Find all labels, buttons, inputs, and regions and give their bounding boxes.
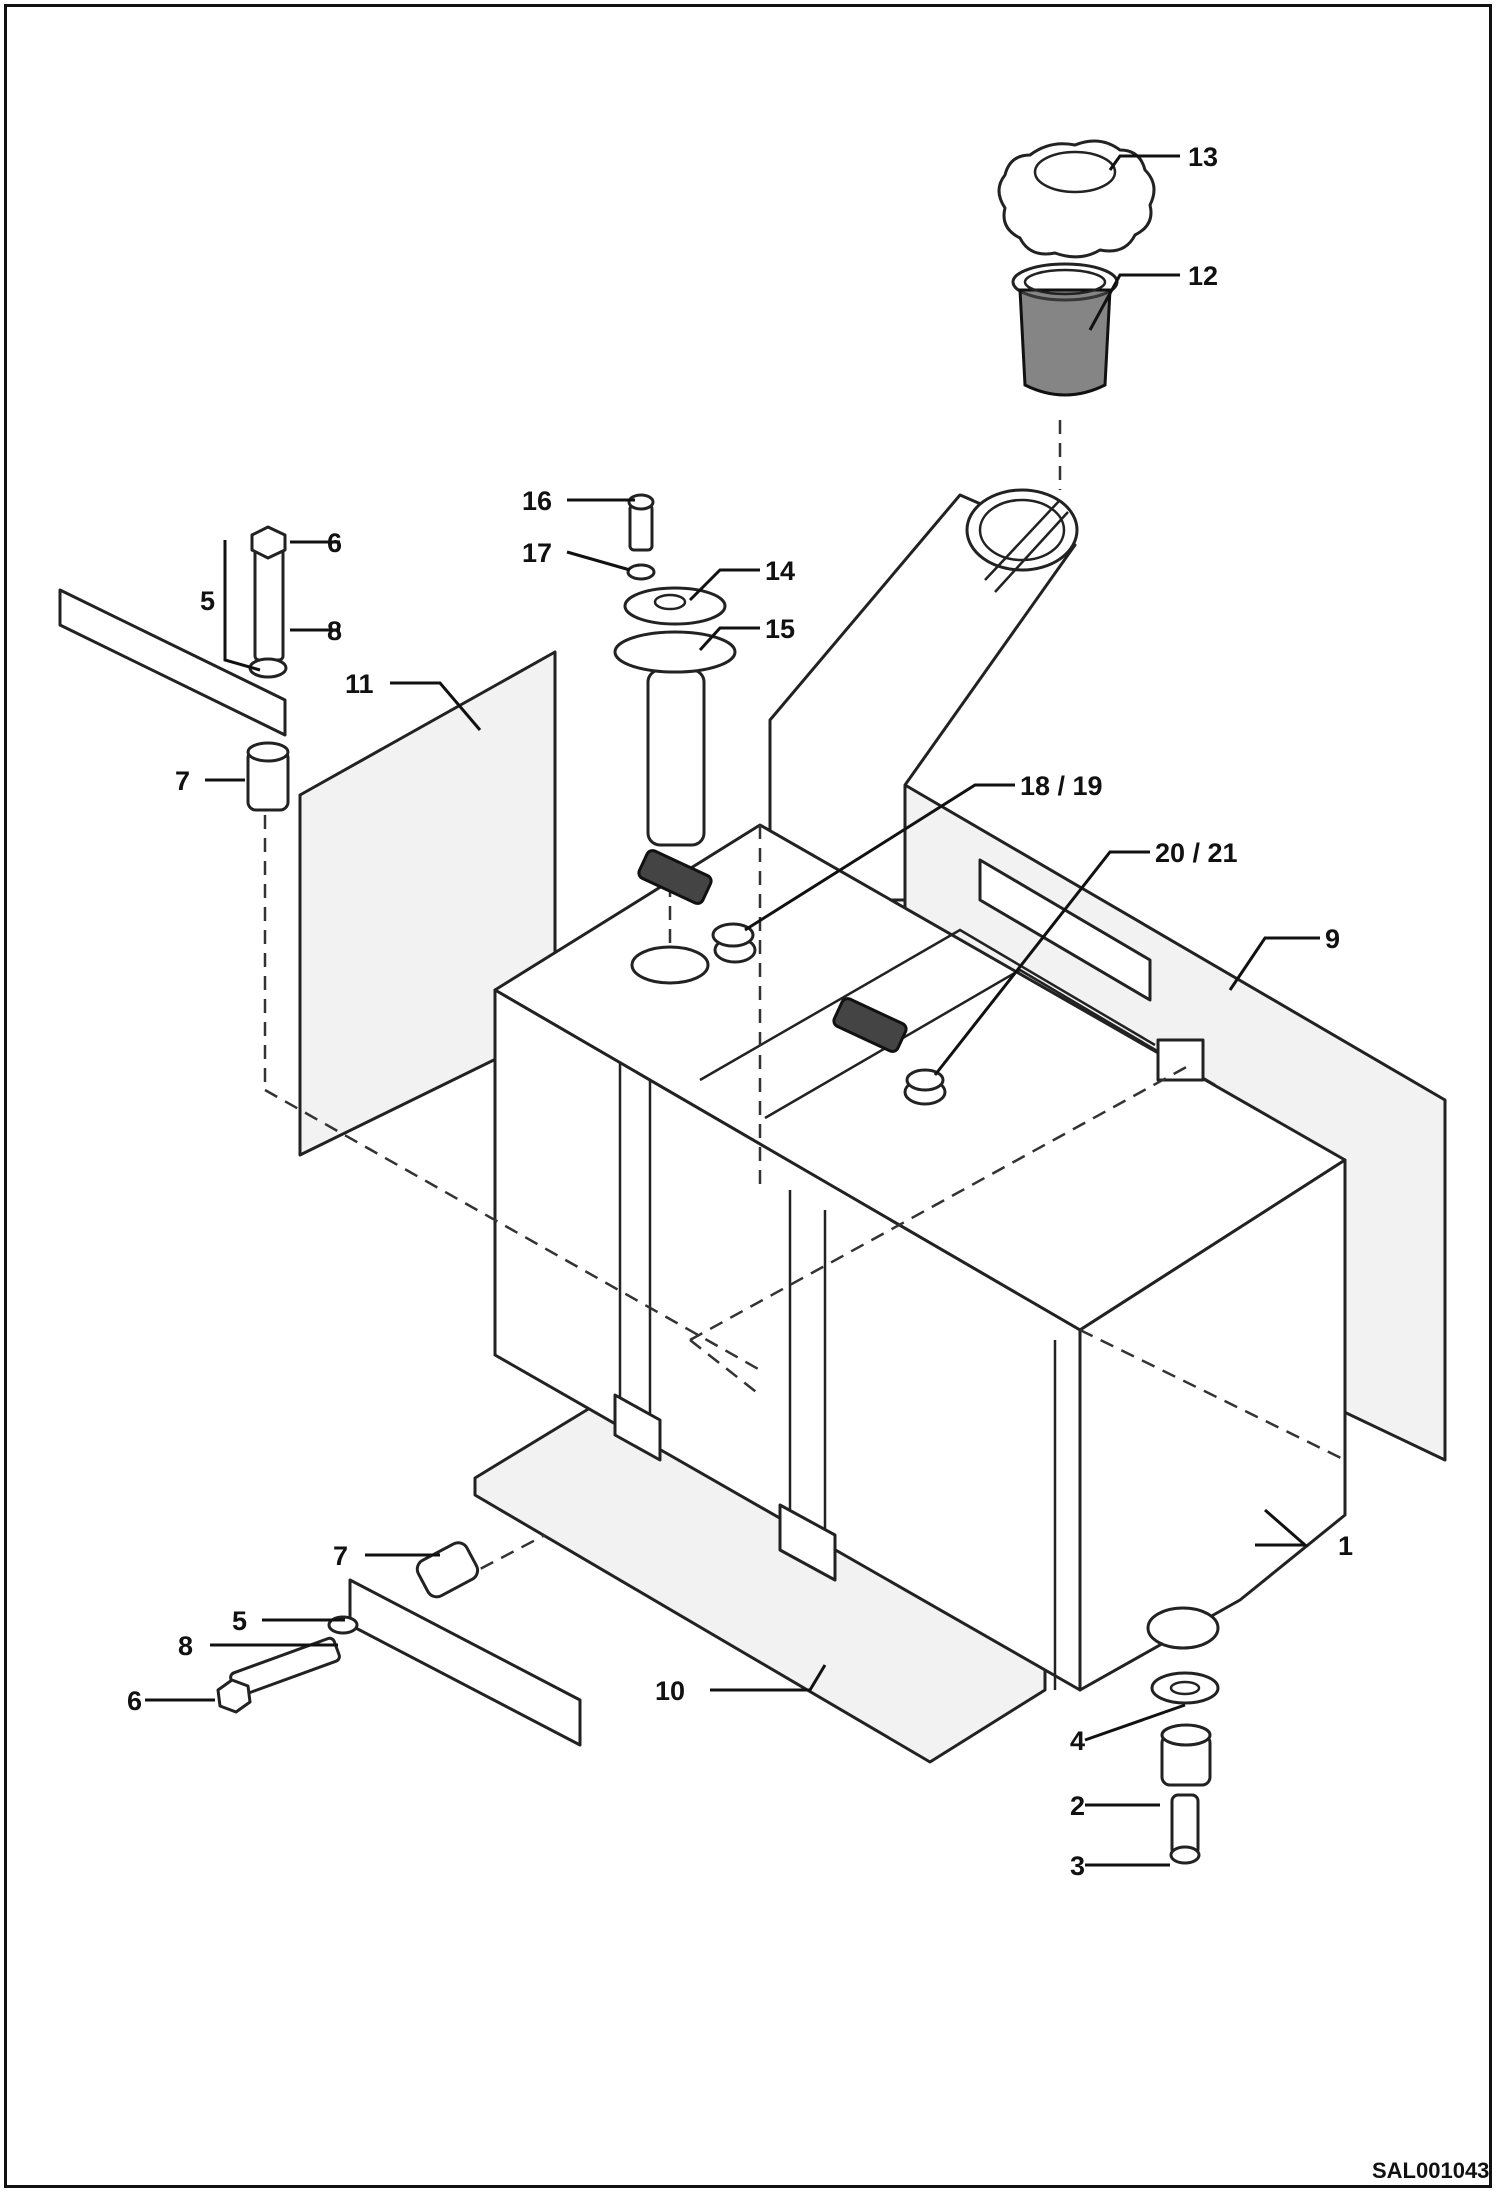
callout-17: 17 xyxy=(522,538,552,568)
callout-7-upper: 7 xyxy=(175,766,190,796)
callout-5-upper: 5 xyxy=(200,586,215,616)
callout-3: 3 xyxy=(1070,1851,1085,1881)
callout-8-upper: 8 xyxy=(327,616,342,646)
frame-border xyxy=(4,4,1492,2188)
upper-tank-strap-assembly xyxy=(58,525,290,812)
hose-fittings xyxy=(637,849,945,1092)
callout-5-lower: 5 xyxy=(232,1606,247,1636)
callout-12: 12 xyxy=(1188,261,1218,291)
callout-10: 10 xyxy=(655,1676,685,1706)
drain-assembly xyxy=(1150,1671,1220,1865)
leader-lines xyxy=(145,154,1320,1867)
screw-and-washer xyxy=(626,493,656,581)
callout-labels: 1 2 3 4 5 5 6 6 7 7 8 8 9 10 11 12 13 14… xyxy=(127,142,1353,1881)
callout-7-lower: 7 xyxy=(333,1541,348,1571)
drawing-code: SAL001043 xyxy=(1372,2158,1489,2183)
filler-cap xyxy=(997,139,1156,259)
lower-tank-strap-assembly xyxy=(216,1541,582,1747)
fuel-level-sender xyxy=(613,586,737,847)
callout-9: 9 xyxy=(1325,924,1340,954)
callout-16: 16 xyxy=(522,486,552,516)
callout-20-21: 20 / 21 xyxy=(1155,838,1238,868)
callout-11: 11 xyxy=(345,669,374,699)
callout-8-lower: 8 xyxy=(178,1631,193,1661)
callout-6-upper: 6 xyxy=(327,528,342,558)
callout-13: 13 xyxy=(1188,142,1218,172)
strainer xyxy=(1011,262,1119,397)
callout-18-19: 18 / 19 xyxy=(1020,771,1103,801)
callout-15: 15 xyxy=(765,614,795,644)
callout-1: 1 xyxy=(1338,1531,1353,1561)
callout-4: 4 xyxy=(1070,1726,1085,1756)
callout-6-lower: 6 xyxy=(127,1686,142,1716)
callout-14: 14 xyxy=(765,556,795,586)
callout-2: 2 xyxy=(1070,1791,1085,1821)
assembly-lines xyxy=(263,420,1346,1592)
